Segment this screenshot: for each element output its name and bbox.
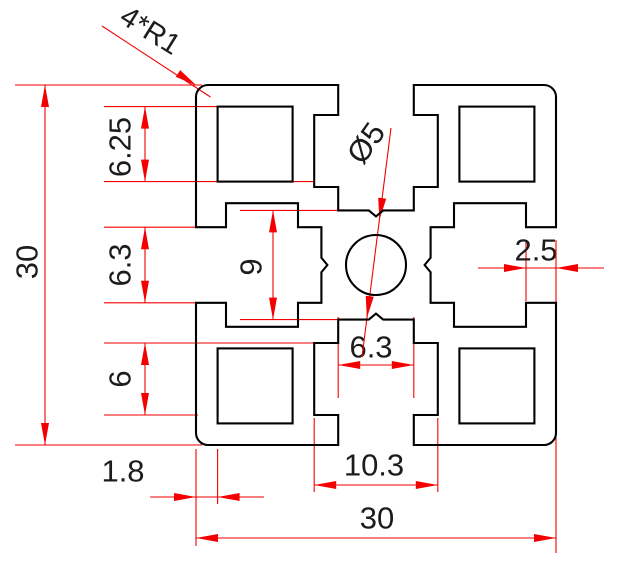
dimension-layer: 30 6.25 6.3 6 — [10, 0, 604, 553]
arrow-right-icon — [174, 493, 196, 501]
annotation-label-center-hole: Ø5 — [340, 116, 392, 170]
dim-left-slot-opening: 6.3 — [103, 226, 198, 304]
dim-label-overall-height: 30 — [10, 245, 45, 279]
arrow-left-icon — [556, 264, 578, 272]
dim-slot-opening-depth: 2.5 — [478, 233, 604, 301]
arrow-up-icon — [141, 227, 149, 250]
arrow-left-icon — [338, 361, 361, 369]
arrow-down-icon — [141, 393, 149, 415]
arrow-left-icon — [314, 481, 337, 489]
dim-cavity-width: 10.3 — [313, 418, 439, 492]
core-top-right — [458, 105, 536, 183]
arrow-up-icon — [141, 343, 149, 365]
arrow-up-icon — [141, 106, 149, 129]
dim-label-slot-opening-depth: 2.5 — [514, 233, 557, 268]
dim-label-left-slot-opening: 6.3 — [103, 243, 138, 286]
leader-arrow-icon — [378, 197, 387, 220]
dim-label-bottom-slot-opening: 6.3 — [349, 330, 392, 365]
dim-bottom-slot-opening: 6.3 — [337, 317, 415, 398]
arrow-right-icon — [415, 481, 438, 489]
leader-arrow-icon — [175, 70, 197, 86]
arrow-down-icon — [41, 423, 49, 445]
dim-wall-thickness: 1.8 — [101, 449, 264, 504]
dim-overall-width: 30 — [195, 240, 557, 553]
arrow-left-icon — [217, 493, 240, 501]
core-bottom-left — [216, 347, 294, 425]
dim-label-overall-width: 30 — [360, 501, 394, 536]
dim-label-cavity-depth: 6 — [103, 370, 138, 387]
arrow-down-icon — [269, 297, 277, 320]
dim-cavity-depth: 6 — [103, 342, 339, 416]
dim-label-cavity-width: 10.3 — [344, 448, 404, 483]
arrow-right-icon — [391, 361, 414, 369]
dim-core-square: 6.25 — [103, 106, 315, 183]
arrow-down-icon — [141, 280, 149, 303]
dim-label-center-web: 9 — [234, 258, 269, 275]
leader-arrow-icon — [365, 295, 374, 318]
dim-center-web: 9 — [234, 209, 337, 321]
dim-label-wall-thickness: 1.8 — [101, 454, 144, 489]
annotation-corner-radius: 4*R1 — [101, 0, 211, 98]
arrow-right-icon — [504, 264, 526, 272]
arrow-left-icon — [196, 534, 218, 542]
dim-label-core-square: 6.25 — [103, 117, 138, 177]
arrow-up-icon — [269, 210, 277, 233]
profile-geometry — [194, 83, 558, 447]
arrow-down-icon — [141, 159, 149, 182]
center-hole-circle — [344, 233, 408, 297]
arrow-right-icon — [534, 534, 556, 542]
annotation-label-corner-radius: 4*R1 — [114, 0, 186, 61]
arrow-up-icon — [41, 85, 49, 107]
dim-overall-height: 30 — [10, 84, 202, 446]
core-bottom-right — [458, 347, 536, 425]
core-top-left — [216, 105, 294, 183]
profile-outline — [194, 83, 558, 447]
